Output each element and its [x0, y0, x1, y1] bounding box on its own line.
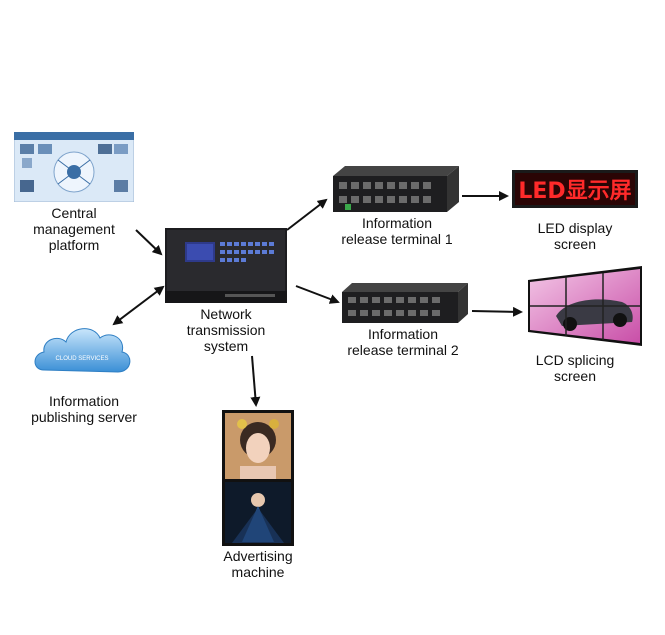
cloud-text: CLOUD SERVICES	[56, 356, 109, 362]
network-system-label: Network transmission system	[186, 306, 266, 354]
advertising-machine-image	[222, 410, 294, 546]
led-screen-image: LED显示屏	[512, 170, 638, 208]
led-label: LED display screen	[537, 220, 613, 252]
arrow-terminal2-to-lcd	[471, 306, 523, 317]
terminal1-image	[333, 166, 459, 212]
arrow-network-to-terminal1	[286, 198, 328, 231]
terminal2-image	[342, 283, 468, 323]
arrow-central-to-network	[135, 229, 163, 256]
central-platform-label: Central management platform	[33, 205, 115, 253]
arrow-network-to-terminal2	[295, 285, 340, 304]
arrow-network-to-advertising	[250, 355, 261, 407]
advertising-label: Advertising machine	[223, 548, 293, 580]
central-platform-image	[14, 132, 134, 202]
network-system-image	[165, 228, 287, 303]
lcd-screen-image	[528, 266, 642, 346]
cloud-icon: CLOUD SERVICES	[34, 328, 131, 373]
led-sign-text: LED显示屏	[518, 179, 631, 204]
lcd-label: LCD splicing screen	[535, 352, 615, 384]
terminal1-label: Information release terminal 1	[341, 215, 453, 247]
server-label: Information publishing server	[31, 393, 137, 425]
terminal2-label: Information release terminal 2	[347, 326, 459, 358]
